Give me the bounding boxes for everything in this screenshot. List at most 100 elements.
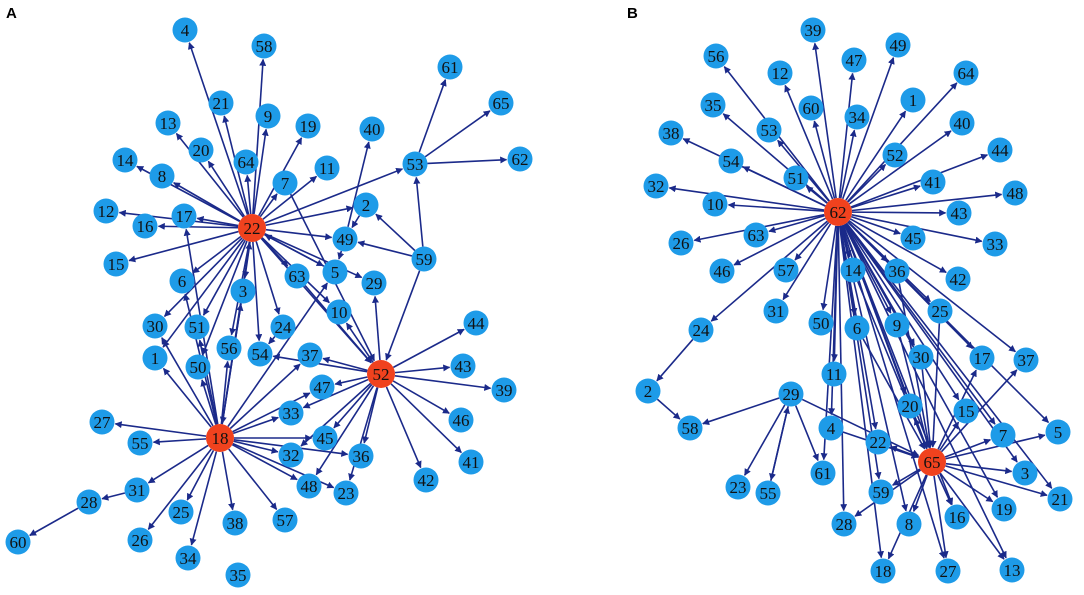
node-b-3: 3 — [1012, 460, 1038, 486]
node-a-32: 32 — [278, 442, 304, 468]
node-label: 7 — [281, 174, 290, 193]
node-circle — [935, 558, 961, 584]
hub-node-a-52: 52 — [367, 360, 395, 388]
node-circle — [982, 231, 1008, 257]
hub-node-circle — [206, 424, 234, 452]
node-label: 46 — [453, 411, 470, 430]
node-a-25: 25 — [168, 499, 194, 525]
edge-a-52-to-43 — [394, 364, 451, 374]
node-label: 37 — [302, 346, 320, 365]
hub-node-b-62: 62 — [824, 198, 852, 226]
node-circle — [127, 430, 153, 456]
node-circle — [132, 213, 158, 239]
edge-b-65-to-13 — [939, 472, 1005, 560]
node-circle — [783, 165, 809, 191]
node-b-53: 53 — [756, 117, 782, 143]
node-circle — [1002, 180, 1028, 206]
node-b-28: 28 — [831, 511, 857, 537]
node-circle — [5, 529, 31, 555]
node-b-60: 60 — [798, 95, 824, 121]
node-circle — [507, 146, 533, 172]
edge-b-62-to-21 — [845, 222, 1053, 489]
node-label: 45 — [905, 229, 922, 248]
node-label: 61 — [442, 58, 459, 77]
edge-a-22-to-20 — [207, 160, 246, 217]
node-a-33: 33 — [278, 400, 304, 426]
edge-a-18-to-37 — [229, 363, 301, 430]
edge-b-62-to-47 — [838, 72, 856, 199]
node-circle — [743, 222, 769, 248]
node-a-41: 41 — [458, 449, 484, 475]
node-label: 43 — [455, 357, 472, 376]
node-circle — [103, 251, 129, 277]
edge-b-62-to-51 — [805, 185, 828, 204]
node-label: 60 — [10, 533, 27, 552]
node-label: 6 — [178, 272, 187, 291]
node-circle — [821, 361, 847, 387]
node-circle — [990, 422, 1016, 448]
node-b-4: 4 — [818, 415, 844, 441]
node-label: 14 — [845, 261, 863, 280]
node-label: 44 — [992, 141, 1010, 160]
node-a-46: 46 — [448, 407, 474, 433]
edge-a-59-to-52 — [385, 270, 421, 361]
node-label: 8 — [905, 515, 914, 534]
node-circle — [270, 314, 296, 340]
edge-b-2-to-58 — [656, 398, 681, 420]
node-label: 28 — [836, 515, 853, 534]
node-label: 46 — [714, 262, 731, 281]
node-a-50: 50 — [185, 354, 211, 380]
node-label: 23 — [338, 484, 355, 503]
edge-a-22-to-53 — [264, 167, 404, 224]
node-b-51: 51 — [783, 165, 809, 191]
node-label: 42 — [950, 270, 967, 289]
node-b-39: 39 — [800, 17, 826, 43]
node-b-45: 45 — [900, 225, 926, 251]
node-a-39: 39 — [491, 377, 517, 403]
node-circle — [437, 54, 463, 80]
node-b-35: 35 — [700, 92, 726, 118]
edge-b-25-to-65 — [929, 323, 941, 448]
edge-b-62-to-41 — [851, 184, 921, 209]
node-label: 57 — [277, 511, 295, 530]
node-circle — [353, 192, 379, 218]
node-circle — [868, 479, 894, 505]
node-circle — [1012, 460, 1038, 486]
edge-b-29-to-58 — [702, 397, 780, 426]
node-label: 11 — [319, 159, 335, 178]
node-circle — [284, 263, 310, 289]
node-b-29: 29 — [778, 381, 804, 407]
node-a-48: 48 — [296, 473, 322, 499]
node-b-38: 38 — [658, 120, 684, 146]
node-circle — [361, 270, 387, 296]
node-b-47: 47 — [841, 47, 867, 73]
node-circle — [297, 342, 323, 368]
edge-b-29-to-65 — [801, 398, 920, 457]
node-b-64: 64 — [953, 60, 979, 86]
node-label: 47 — [846, 51, 864, 70]
edge-a-22-to-4 — [188, 42, 249, 215]
edge-b-62-to-3 — [845, 222, 1018, 463]
edge-a-52-to-36 — [362, 387, 379, 444]
node-a-20: 20 — [188, 137, 214, 163]
node-circle — [831, 511, 857, 537]
node-b-57: 57 — [773, 257, 799, 283]
node-circle — [897, 393, 923, 419]
panel-b-label: B — [627, 5, 638, 22]
node-circle — [688, 317, 714, 343]
edge-b-62-to-34 — [839, 129, 857, 199]
edge-a-53-to-62 — [427, 156, 508, 165]
node-label: 30 — [913, 348, 930, 367]
node-circle — [272, 507, 298, 533]
node-b-22: 22 — [865, 429, 891, 455]
node-label: 24 — [693, 321, 711, 340]
node-circle — [991, 496, 1017, 522]
edge-b-62-to-42 — [849, 218, 947, 274]
node-label: 2 — [362, 196, 371, 215]
node-label: 44 — [468, 314, 486, 333]
node-b-16: 16 — [944, 504, 970, 530]
node-b-46: 46 — [709, 258, 735, 284]
node-circle — [841, 47, 867, 73]
edge-b-62-to-44 — [850, 153, 989, 208]
